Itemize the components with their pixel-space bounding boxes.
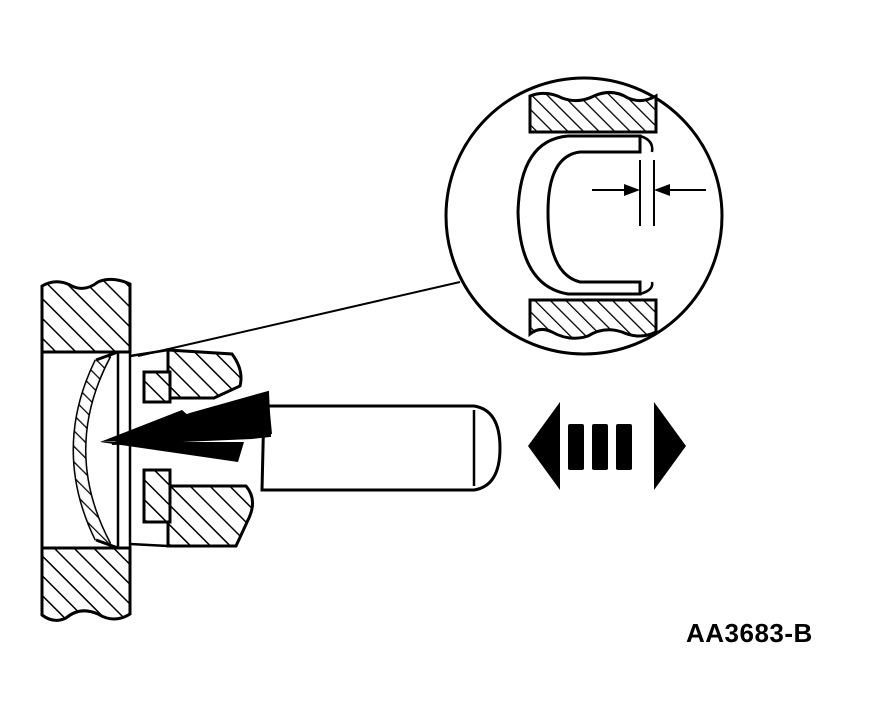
detail-magnifier: [137, 76, 724, 357]
pointing-arrow-icon: [100, 390, 272, 462]
housing-lower-block: [40, 546, 132, 622]
leader-line-upper: [137, 281, 461, 357]
shaft: [260, 404, 502, 492]
housing-wall: [40, 277, 132, 622]
figure-id-label: AA3683-B: [686, 618, 813, 648]
leader-line-lower: [430, 236, 440, 240]
double-headed-dashed-arrow-icon: [528, 402, 686, 490]
detail-lower-block: [528, 298, 658, 340]
detail-upper-block: [528, 91, 658, 134]
dimension-arrows-icon: [592, 160, 706, 226]
housing-upper-block: [40, 277, 132, 354]
curved-seal: [72, 350, 120, 550]
retainer-bottom: [166, 484, 254, 548]
retainer-top: [166, 348, 243, 400]
seal-retainer: [129, 348, 254, 548]
